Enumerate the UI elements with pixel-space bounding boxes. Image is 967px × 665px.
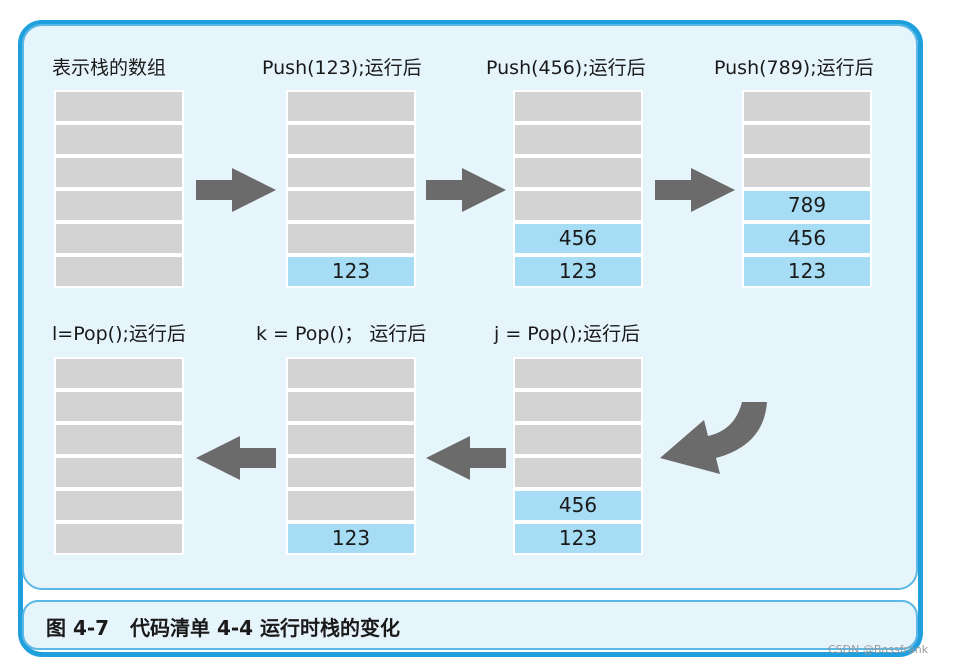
- stack-cell: [288, 224, 414, 253]
- stack-cell: [56, 392, 182, 421]
- stack-cell: [515, 158, 641, 187]
- caption-bar: [22, 600, 918, 650]
- stack-cell: [515, 392, 641, 421]
- watermark: CSDN @Bossfrank: [828, 643, 929, 656]
- stack-cell: [288, 158, 414, 187]
- stack-cell: 123: [744, 257, 870, 286]
- stack-cell: [288, 425, 414, 454]
- stack-cell: [288, 125, 414, 154]
- stack-cell: [56, 491, 182, 520]
- stack-cell: [744, 158, 870, 187]
- stack-cell: [744, 125, 870, 154]
- stack-pop-l: [54, 357, 184, 555]
- stack-cell: [744, 92, 870, 121]
- stack-cell: 456: [744, 224, 870, 253]
- stack-label-pop-k: k = Pop()； 运行后: [256, 323, 427, 345]
- stack-cell: [288, 458, 414, 487]
- stack-cell: [288, 191, 414, 220]
- stack-push-123: 123: [286, 90, 416, 288]
- stack-cell: [56, 257, 182, 286]
- stack-cell: [56, 359, 182, 388]
- stack-push-789: 789 456 123: [742, 90, 872, 288]
- stack-cell: [515, 458, 641, 487]
- stack-cell: [515, 92, 641, 121]
- arrow-left-icon: [426, 436, 506, 480]
- stack-cell: [515, 359, 641, 388]
- stack-cell: [288, 92, 414, 121]
- arrow-right-icon: [655, 168, 735, 212]
- arrow-right-icon: [196, 168, 276, 212]
- stack-cell: [56, 158, 182, 187]
- figure-caption: 图 4-7 代码清单 4-4 运行时栈的变化: [46, 616, 401, 640]
- stack-label-push-123: Push(123);运行后: [262, 57, 422, 79]
- stack-cell: 456: [515, 491, 641, 520]
- stack-cell: [56, 125, 182, 154]
- stack-label-push-456: Push(456);运行后: [486, 57, 646, 79]
- stack-pop-j: 456 123: [513, 357, 643, 555]
- stack-cell: [515, 191, 641, 220]
- stack-cell: 123: [288, 524, 414, 553]
- stack-label-initial: 表示栈的数组: [52, 57, 167, 79]
- stack-cell: 456: [515, 224, 641, 253]
- stack-cell: [56, 92, 182, 121]
- stack-cell: [515, 125, 641, 154]
- stack-label-push-789: Push(789);运行后: [714, 57, 874, 79]
- stack-push-456: 456 123: [513, 90, 643, 288]
- arrow-right-icon: [426, 168, 506, 212]
- stack-cell: [56, 224, 182, 253]
- stack-cell: 123: [515, 524, 641, 553]
- stack-cell: [288, 392, 414, 421]
- stack-cell: 123: [515, 257, 641, 286]
- arrow-left-icon: [196, 436, 276, 480]
- stack-label-pop-j: j = Pop();运行后: [494, 323, 640, 345]
- curved-arrow-icon: [660, 402, 767, 474]
- stack-cell: [288, 359, 414, 388]
- stack-cell: [515, 425, 641, 454]
- stack-cell: [56, 458, 182, 487]
- stack-label-pop-l: l=Pop();运行后: [52, 323, 186, 345]
- stack-cell: [56, 425, 182, 454]
- stack-cell: [288, 491, 414, 520]
- stack-cell: 123: [288, 257, 414, 286]
- stack-cell: [56, 524, 182, 553]
- stack-pop-k: 123: [286, 357, 416, 555]
- stack-cell: [56, 191, 182, 220]
- stack-cell: 789: [744, 191, 870, 220]
- stack-initial: [54, 90, 184, 288]
